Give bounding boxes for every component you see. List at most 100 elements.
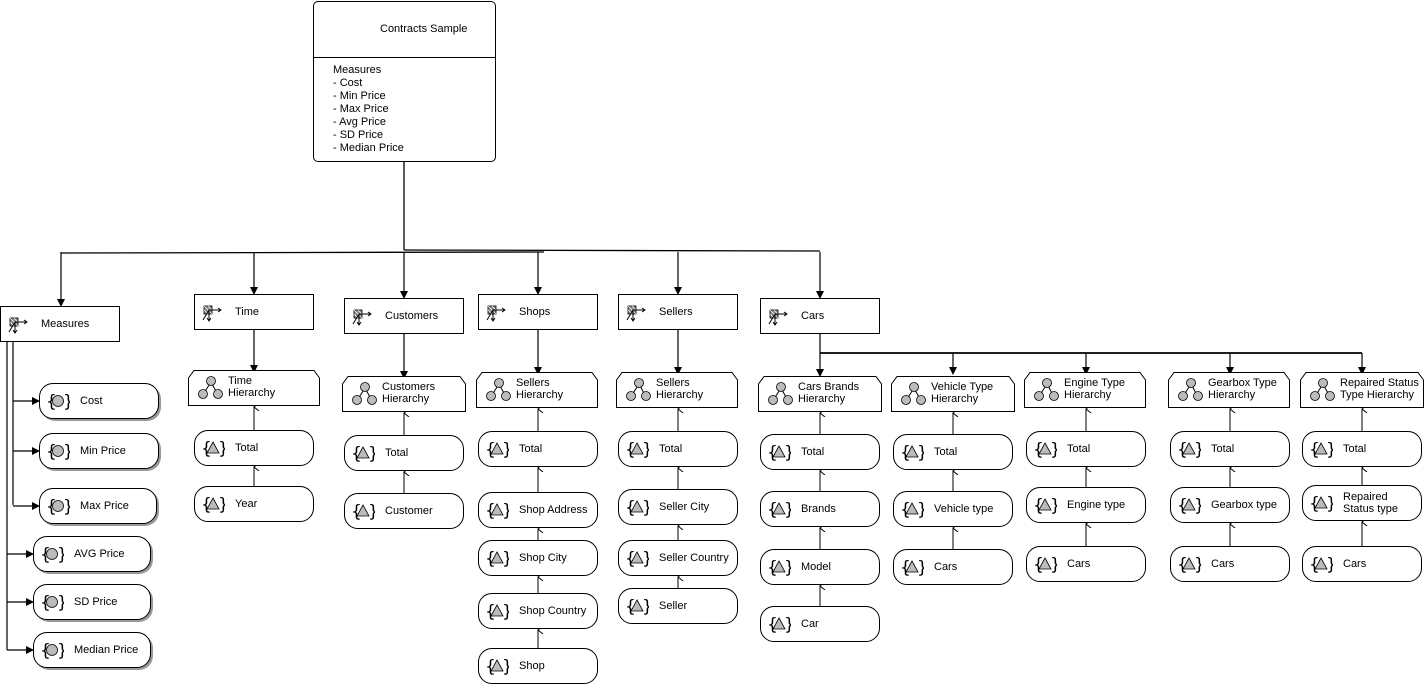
measures-heading: Measures [333,64,382,76]
hierarchy-carbrands[interactable]: Cars Brands Hierarchy [758,376,882,412]
level-item[interactable]: {}Model [760,549,880,585]
hierarchy-time[interactable]: Time Hierarchy [188,370,320,406]
dimension-customers[interactable]: Customers [344,298,464,334]
level-label: Total [934,446,958,458]
svg-text:}: } [218,495,225,514]
dimension-cube-icon [8,317,28,334]
level-item[interactable]: {}Year [194,486,314,522]
level-item[interactable]: {}Customer [344,493,464,529]
dimension-cars[interactable]: Cars [760,298,880,334]
level-item[interactable]: {}Shop City [478,540,598,576]
hierarchy-enginetype[interactable]: Engine Type Hierarchy [1024,372,1146,408]
svg-text:{: { [40,641,51,660]
level-item[interactable]: {}Repaired Status type [1302,485,1422,521]
svg-text:{: { [1033,555,1044,574]
hierarchy-tree-icon [1310,378,1335,401]
level-item[interactable]: {}Cars [1026,546,1146,582]
svg-text:{: { [767,615,778,634]
svg-text:}: } [502,440,509,459]
svg-text:{: { [900,443,911,462]
level-label: Cars [934,561,958,573]
hierarchy-tree-icon [198,376,223,399]
cube-root-box[interactable]: Contracts Sample Measures - Cost - Min P… [313,1,496,162]
level-item[interactable]: {}Seller Country [618,540,738,576]
level-label: Cars [1067,558,1091,570]
level-triangle-icon: {} [1177,555,1201,574]
measure-item[interactable]: {}SD Price [33,584,151,620]
level-item[interactable]: {}Seller [618,588,738,624]
measure-circle-icon: {} [46,497,70,516]
level-triangle-icon: {} [1033,496,1057,515]
dimension-label: Shops [519,306,551,318]
level-item[interactable]: {}Gearbox type [1170,487,1290,523]
level-item[interactable]: {}Seller City [618,489,738,525]
svg-text:}: } [1194,555,1201,574]
level-triangle-icon: {} [485,501,509,520]
level-label: Car [801,618,819,630]
level-label: Engine type [1067,499,1126,511]
level-triangle-icon: {} [625,597,649,616]
level-item[interactable]: {} Shop Country [478,593,598,629]
level-item[interactable]: {}Total [1170,431,1290,467]
level-item[interactable]: {} Engine type [1026,487,1146,523]
level-item[interactable]: {}Vehicle type [893,491,1013,527]
measure-item[interactable]: {} Cost [39,383,159,419]
level-item[interactable]: {}Shop Address [478,492,598,528]
dimension-time[interactable]: Time [194,294,314,330]
level-item[interactable]: {}Total [1302,431,1422,467]
svg-text:}: } [502,602,509,621]
dimension-sellers[interactable]: Sellers [618,294,738,330]
level-item[interactable]: {}Total [893,434,1013,470]
measure-item[interactable]: {}Max Price [39,488,157,524]
hierarchy-tree-icon [1034,378,1059,401]
hierarchy-gearboxtype[interactable]: Gearbox Type Hierarchy [1168,372,1290,408]
level-triangle-icon: {} [485,602,509,621]
level-item[interactable]: {}Total [194,430,314,466]
level-item[interactable]: {}Total [344,435,464,471]
level-label: Shop Country [519,605,587,617]
dimension-measures[interactable]: Measures [0,306,120,342]
svg-text:}: } [784,500,791,519]
level-triangle-icon: {} [767,558,791,577]
level-item[interactable]: {}Total [1026,431,1146,467]
svg-text:}: } [1194,440,1201,459]
hierarchy-customers[interactable]: Customers Hierarchy [342,376,466,412]
measure-item[interactable]: {}AVG Price [33,536,151,572]
level-label: Total [235,442,259,454]
svg-text:{: { [485,602,496,621]
level-item[interactable]: {} Cars [893,549,1013,585]
level-label: Total [1343,443,1367,455]
level-label: Shop [519,660,545,672]
hierarchy-sellers[interactable]: Sellers Hierarchy [616,372,738,408]
hierarchy-repaired[interactable]: Repaired Status Type Hierarchy [1300,372,1424,408]
measure-item[interactable]: {}Min Price [39,433,159,469]
dimension-shops[interactable]: Shops [478,294,598,330]
measure-label: Cost [80,395,103,407]
hierarchy-label: Sellers Hierarchy [516,377,564,401]
svg-text:{: { [485,501,496,520]
level-label: Total [659,443,683,455]
measure-circle-icon: {} [40,641,64,660]
level-item[interactable]: {}Cars [1302,546,1422,582]
level-item[interactable]: {}Cars [1170,546,1290,582]
hierarchy-tree-icon [1178,378,1203,401]
svg-text:}: } [57,641,64,660]
measure-circle-icon: {} [46,392,70,411]
level-item[interactable]: {}Total [760,434,880,470]
svg-text:}: } [784,558,791,577]
hierarchy-shops[interactable]: Sellers Hierarchy [476,372,598,408]
level-item[interactable]: {}Brands [760,491,880,527]
dimension-cube-icon [202,305,222,322]
svg-text:{: { [1033,496,1044,515]
hierarchy-vehicletype[interactable]: Vehicle Type Hierarchy [891,376,1015,412]
hierarchy-label: Time Hierarchy [228,375,276,399]
svg-text:{: { [625,597,636,616]
measure-item[interactable]: {}Median Price [33,632,151,668]
measure-line: - Avg Price [333,116,386,128]
level-item[interactable]: {}Shop [478,648,598,684]
level-triangle-icon: {} [900,558,924,577]
level-item[interactable]: {}Total [478,431,598,467]
level-item[interactable]: {}Car [760,606,880,642]
level-item[interactable]: {}Total [618,431,738,467]
